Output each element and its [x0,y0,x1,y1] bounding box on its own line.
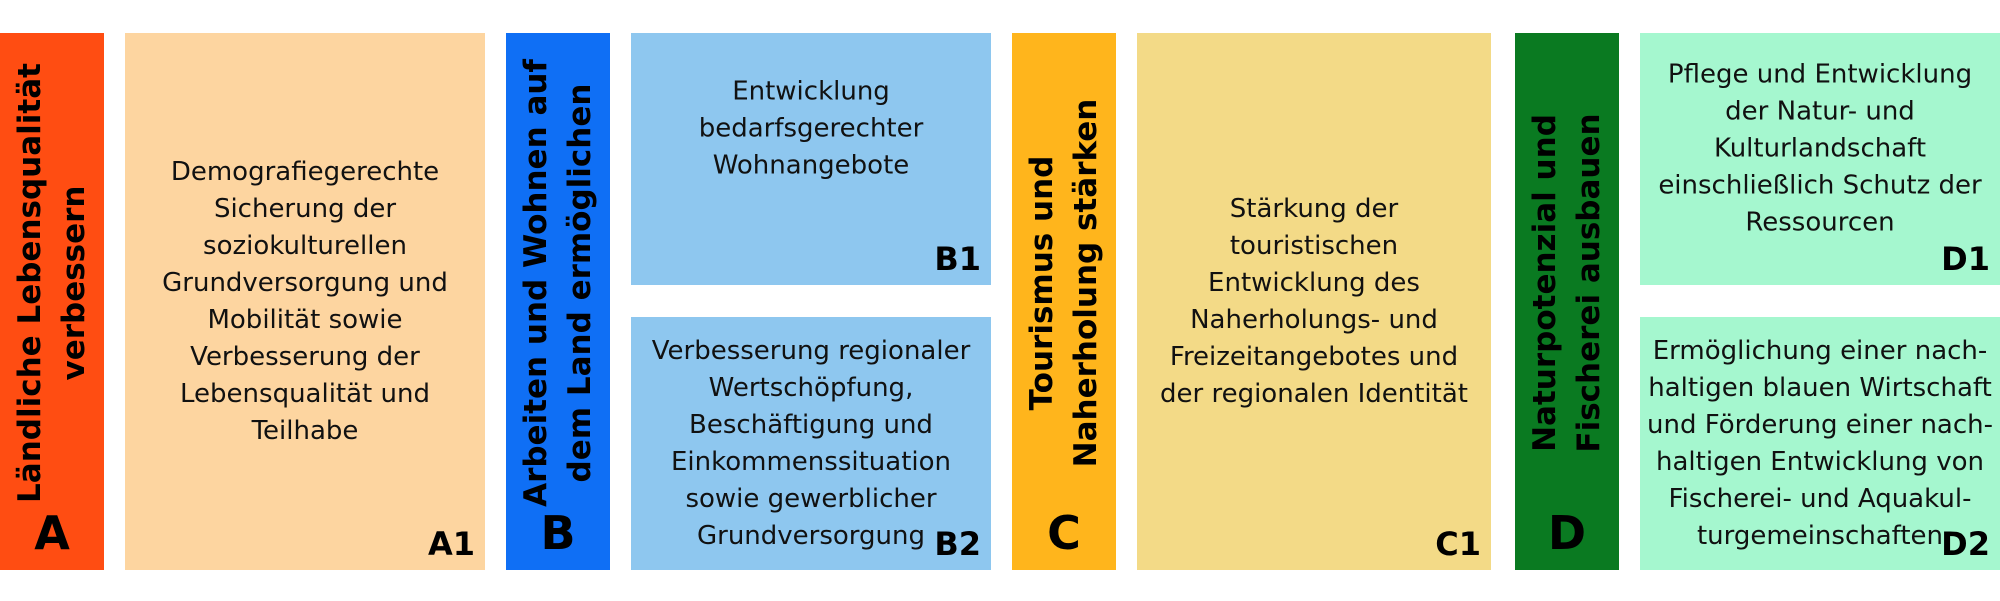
objective-b2-box: Verbesserung regionaler Wertschöpfung, B… [631,317,991,570]
objective-d2-code: D2 [1941,525,1990,563]
objective-text-line: Demografiegerechte [170,156,440,187]
objective-text-line: Grundversorgung und [162,267,448,298]
objective-text-line: haltigen Entwicklung von [1656,446,1984,477]
objective-text-line: haltigen blauen Wirtschaft [1648,372,1992,403]
pillar-c-title: Tourismus und Naherholung stärken [1020,53,1108,513]
objective-b1-box: Entwicklung bedarfsgerechter Wohnangebot… [631,33,991,285]
pillar-c-letter: C [1047,506,1081,560]
pillar-b-bar: Arbeiten und Wohnen auf dem Land ermögli… [506,33,610,570]
objective-text-line: Fischerei- und Aquakul- [1668,483,1972,514]
objective-b2-text: Verbesserung regionaler Wertschöpfung, B… [631,333,991,555]
pillar-d-letter: D [1547,506,1587,560]
objective-a1-box: Demografiegerechte Sicherung der sozioku… [125,33,485,570]
objective-text-line: Teilhabe [251,415,359,446]
pillar-a-bar: Ländliche Lebensqualität verbessern A [0,33,104,570]
objective-text-line: Ressourcen [1745,207,1895,238]
objective-text-line: Einkommenssituation [670,446,952,477]
objective-text-line: Naherholungs- und [1190,304,1438,335]
objective-text-line: sowie gewerblicher [685,483,937,514]
pillar-d-title-line: Naturpotenzial und [1527,114,1563,452]
objective-c1-code: C1 [1435,525,1481,563]
pillar-b-letter: B [540,506,576,560]
pillar-a-letter: A [34,506,70,560]
objective-text-line: Verbesserung regionaler [651,335,971,366]
pillar-a-title-line: Ländliche Lebensqualität [12,63,48,503]
pillar-d-title: Naturpotenzial und Fischerei ausbauen [1523,53,1611,513]
objective-a1-code: A1 [427,525,475,563]
pillar-a-title: Ländliche Lebensqualität verbessern [8,53,96,513]
objective-d1-code: D1 [1941,240,1990,278]
objective-text-line: bedarfsgerechter [698,113,924,144]
objective-text-line: touristischen [1229,230,1399,261]
objective-text-line: Sicherung der [213,193,397,224]
pillar-a-title-line: verbessern [56,185,92,381]
pillar-d-bar: Naturpotenzial und Fischerei ausbauen D [1515,33,1619,570]
objective-text-line: Entwicklung [732,76,890,107]
pillar-b-title-line: Arbeiten und Wohnen auf [518,59,554,507]
objective-b1-code: B1 [934,240,981,278]
pillar-c-title-line: Tourismus und [1024,155,1060,411]
objective-text-line: Kulturlandschaft [1713,133,1927,164]
objective-text-line: Verbesserung der [190,341,420,372]
pillar-d-title-line: Fischerei ausbauen [1571,113,1607,453]
objective-text-line: der regionalen Identität [1160,378,1468,409]
objective-text-line: Freizeitangebotes und [1169,341,1459,372]
objective-c1-text: Stärkung der touristischen Entwicklung d… [1137,191,1491,413]
objective-text-line: Beschäftigung und [689,409,933,440]
objective-text-line: Ermöglichung einer nach- [1652,335,1988,366]
objective-text-line: Mobilität sowie [207,304,403,335]
pillar-c-bar: Tourismus und Naherholung stärken C [1012,33,1116,570]
objective-d1-text: Pflege und Entwicklung der Natur- und Ku… [1640,57,2000,242]
objective-d2-box: Ermöglichung einer nach- haltigen blauen… [1640,317,2000,570]
objective-d1-box: Pflege und Entwicklung der Natur- und Ku… [1640,33,2000,285]
objective-text-line: Grundversorgung [696,520,926,551]
objective-d2-text: Ermöglichung einer nach- haltigen blauen… [1640,333,2000,555]
objective-text-line: Pflege und Entwicklung [1667,59,1973,90]
objective-text-line: und Förderung einer nach- [1646,409,1994,440]
objective-text-line: der Natur- und [1725,96,1915,127]
objective-b2-code: B2 [934,525,981,563]
objective-text-line: turgemeinschaften [1696,520,1944,551]
objective-text-line: Stärkung der [1229,193,1399,224]
objective-text-line: Wertschöpfung, [708,372,914,403]
objective-text-line: Wohnangebote [712,150,910,181]
pillar-c-title-line: Naherholung stärken [1068,98,1104,468]
objective-c1-box: Stärkung der touristischen Entwicklung d… [1137,33,1491,570]
objective-text-line: Lebensqualität und [180,378,430,409]
objective-text-line: soziokulturellen [203,230,407,261]
pillar-b-title-line: dem Land ermöglichen [562,83,598,483]
pillar-b-title: Arbeiten und Wohnen auf dem Land ermögli… [514,53,602,513]
objective-a1-text: Demografiegerechte Sicherung der sozioku… [125,154,485,450]
objective-text-line: einschließlich Schutz der [1658,170,1982,201]
objective-text-line: Entwicklung des [1208,267,1420,298]
objective-b1-text: Entwicklung bedarfsgerechter Wohnangebot… [631,74,991,185]
